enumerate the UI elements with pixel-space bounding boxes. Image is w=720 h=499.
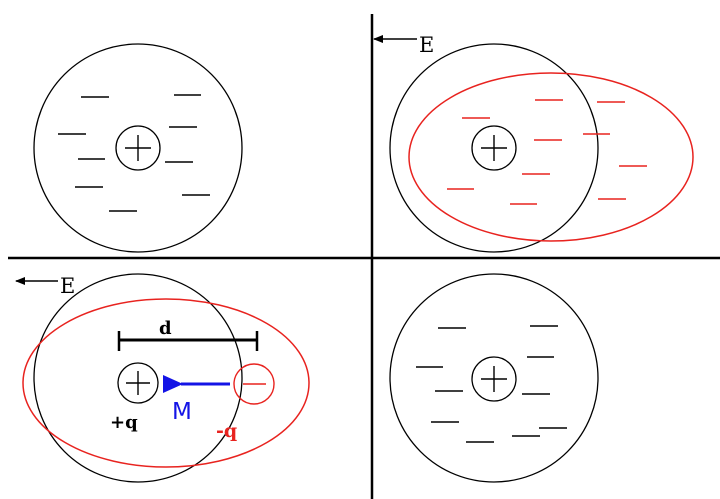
panel-bottom-left: E d +q -q M	[15, 273, 310, 483]
positive-charge	[117, 362, 159, 404]
atom-boundary	[33, 273, 243, 483]
positive-charge-label: +q	[110, 412, 138, 433]
panel-top-left	[33, 43, 243, 253]
atom-boundary	[33, 43, 243, 253]
atom-boundary	[389, 273, 599, 483]
panel-bottom-right	[389, 273, 599, 483]
electron-cloud	[408, 72, 694, 242]
distance-label: d	[159, 318, 172, 339]
atom-boundary	[389, 43, 599, 253]
electron-cloud	[22, 298, 310, 468]
electrons	[416, 325, 567, 443]
nucleus	[471, 356, 517, 402]
electrons	[447, 99, 647, 205]
nucleus	[471, 125, 517, 171]
electrons	[58, 94, 210, 212]
negative-charge	[233, 363, 275, 405]
field-label-bottom: E	[60, 274, 75, 298]
dipole-moment-label: M	[172, 399, 192, 425]
field-label-top: E	[419, 33, 434, 57]
nucleus	[115, 125, 161, 171]
panel-top-right: E	[373, 33, 694, 253]
negative-charge-label: -q	[216, 420, 237, 442]
